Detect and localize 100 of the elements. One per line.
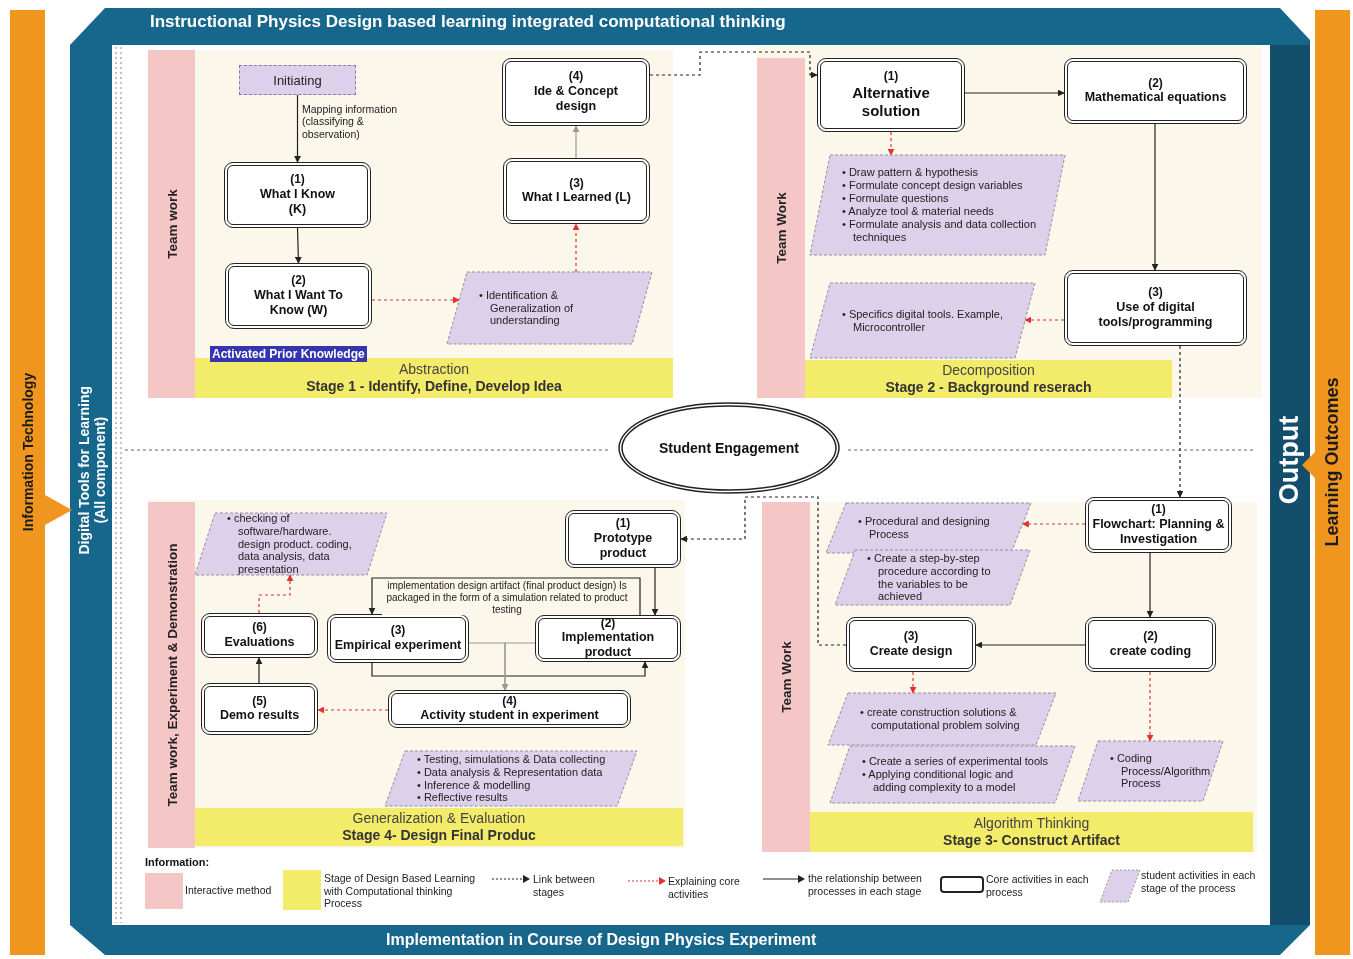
frame-caption: Implementation in Course of Design Physics Experiment xyxy=(386,931,817,949)
connector-arrow xyxy=(964,89,1065,97)
stage-band xyxy=(195,808,683,846)
process-box xyxy=(225,263,372,329)
legend-text: Stage of Design Based Learning with Computational thinking Process xyxy=(324,872,477,910)
step-title: Demo results xyxy=(219,708,300,724)
step-number: (3) xyxy=(569,176,584,191)
stage-subtitle: Decomposition xyxy=(942,361,1035,379)
process-box xyxy=(502,58,650,126)
step-number: (3) xyxy=(1148,286,1163,300)
step-title: What I Know (K) xyxy=(259,186,336,217)
step-number: (6) xyxy=(252,621,267,635)
legend-text: student activities in each stage of the process xyxy=(1141,869,1257,895)
band-label: Team Work xyxy=(778,641,794,713)
connector-arrow xyxy=(887,131,895,156)
activity-text: • Formulate concept design variables xyxy=(842,179,1024,193)
process-box xyxy=(565,510,681,568)
legend-text: Core activities in each process xyxy=(986,873,1090,899)
diagram-title: Instructional Physics Design based learning integrated computational thinking xyxy=(150,12,786,32)
activity-text: • Create a series of experimental tools xyxy=(862,755,1049,768)
activity-text: • Identification & Generalization of understanding xyxy=(479,288,575,328)
step-title: Alternative solution xyxy=(851,83,931,120)
connector-arrow xyxy=(1146,671,1154,742)
activity-text: • Create a step-by-step procedure according to the variables to be achieved xyxy=(867,551,992,604)
process-box xyxy=(388,690,631,728)
step-title: Prototype product xyxy=(592,530,654,561)
connector-arrow xyxy=(294,227,302,264)
connector-arrow xyxy=(1151,123,1159,271)
band-label: Team work, Experiment & Demonstration xyxy=(164,543,179,807)
stage-band xyxy=(810,812,1253,852)
activity-text: • checking of software/hardware. design product. coding, data analysis, data presentation xyxy=(227,511,353,577)
connector-arrow xyxy=(649,51,818,79)
connector-arrow xyxy=(909,671,917,694)
legend-text: Explaining core activities xyxy=(668,875,741,901)
activity-parallelogram xyxy=(1078,741,1223,801)
step-number: (1) xyxy=(883,70,899,84)
connector-arrow xyxy=(572,125,580,159)
step-number: (5) xyxy=(252,694,267,709)
activity-text: • Inference & modelling xyxy=(417,778,532,792)
connector-arrow xyxy=(371,296,460,304)
activity-text: • Analyze tool & material needs xyxy=(842,205,995,218)
activity-text: • Testing, simulations & Data collecting xyxy=(417,752,606,766)
stage-title: Stage 4- Design Final Produc xyxy=(342,826,536,845)
process-box xyxy=(1085,617,1216,672)
activity-text: • Data analysis & Representation data xyxy=(417,765,604,779)
step-title: Flowchart: Planning & Investigation xyxy=(1091,516,1226,547)
process-box xyxy=(224,162,371,228)
connector-arrow xyxy=(680,496,847,646)
process-box xyxy=(817,58,965,132)
stage-title: Stage 3- Construct Artifact xyxy=(943,831,1120,850)
side-band xyxy=(148,50,195,398)
step-number: (2) xyxy=(600,616,616,631)
legend-text: Interactive method xyxy=(185,884,273,897)
step-title: create coding xyxy=(1109,643,1192,659)
process-box xyxy=(503,158,650,224)
step-title: Evaluations xyxy=(224,634,295,650)
side-band xyxy=(148,502,195,848)
activity-text: • Applying conditional logic and adding complexity to a model xyxy=(862,768,1017,794)
process-box xyxy=(327,614,469,663)
activity-text: • create construction solutions & computational problem solving xyxy=(860,706,1021,732)
step-number: (1) xyxy=(1151,503,1166,517)
step-number: (3) xyxy=(903,630,919,644)
activity-parallelogram xyxy=(830,746,1075,803)
step-number: (3) xyxy=(390,624,406,638)
legend-heading: Information: xyxy=(145,856,210,868)
connector-arrow xyxy=(368,577,641,616)
activity-parallelogram xyxy=(828,693,1056,745)
side-band xyxy=(762,502,810,852)
step-title: What I Want To Know (W) xyxy=(253,287,344,318)
connector-arrow xyxy=(1146,552,1154,618)
activity-parallelogram xyxy=(810,283,1035,358)
step-number: (2) xyxy=(291,274,306,288)
side-bar-label: Information Technology xyxy=(19,372,37,532)
step-title: Activity student in experiment xyxy=(420,708,599,724)
activity-text: • Draw pattern & hypothesis xyxy=(842,166,979,180)
connector-arrow xyxy=(651,567,659,616)
step-number: (2) xyxy=(1143,630,1158,644)
step-number: (4) xyxy=(568,70,584,84)
side-bar-label: Learning Outcomes xyxy=(1321,377,1343,547)
process-box xyxy=(201,683,318,735)
step-title: Implementation product xyxy=(560,630,656,661)
step-number: (1) xyxy=(290,173,305,187)
stage-subtitle: Generalization & Evaluation xyxy=(352,809,526,827)
connector-arrow xyxy=(317,706,389,714)
connector-arrow xyxy=(1021,520,1086,528)
start-box xyxy=(239,65,356,95)
activity-text: • Formulate analysis and data collection techniques xyxy=(842,217,1037,244)
highlight-label: Activated Prior Knowledge xyxy=(210,346,367,362)
process-box xyxy=(1085,497,1232,553)
connector-arrow xyxy=(975,641,1086,649)
side-band xyxy=(757,58,805,398)
connector-arrow xyxy=(294,94,301,163)
process-box xyxy=(1064,270,1247,346)
step-title: Create design xyxy=(869,643,953,659)
legend-text: Link between stages xyxy=(533,873,596,899)
activity-text: • Formulate questions xyxy=(842,192,950,205)
step-number: (4) xyxy=(502,694,517,709)
process-box xyxy=(846,617,976,672)
step-title: What I Learned (L) xyxy=(522,190,631,206)
process-box xyxy=(201,613,318,658)
